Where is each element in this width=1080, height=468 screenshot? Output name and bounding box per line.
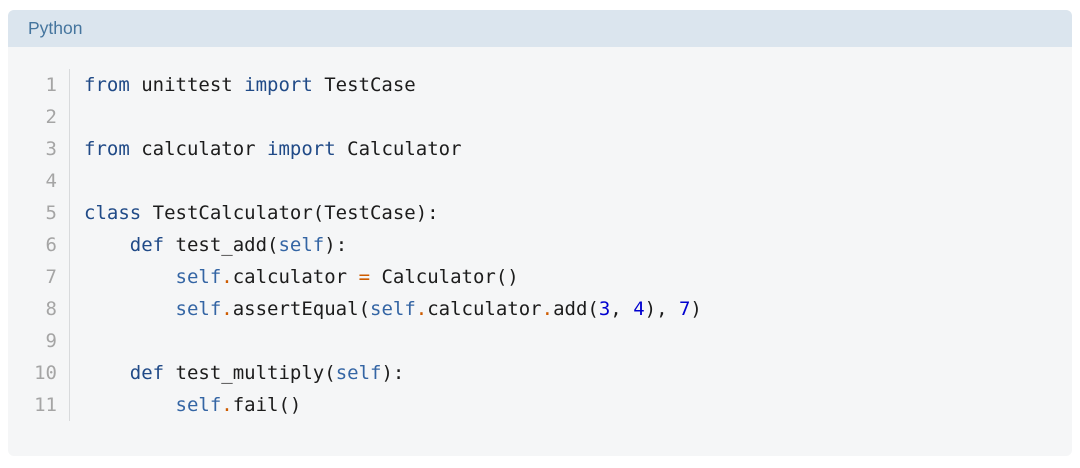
token-text: Calculator <box>335 138 462 160</box>
token-operator: . <box>221 266 233 288</box>
token-text: assertEqual( <box>232 298 371 320</box>
code-content: self.assertEqual(self.calculator.add(3, … <box>70 293 702 325</box>
token-self: self <box>175 298 222 320</box>
token-text <box>84 266 176 288</box>
token-text <box>84 234 130 256</box>
code-line: 9 <box>8 325 1072 357</box>
code-content <box>70 165 84 197</box>
token-keyword: def <box>129 234 165 256</box>
line-number: 2 <box>8 101 70 133</box>
line-number: 3 <box>8 133 70 165</box>
line-number: 1 <box>8 69 70 101</box>
token-operator: . <box>221 394 233 416</box>
token-self: self <box>175 266 222 288</box>
token-keyword: def <box>129 362 165 384</box>
code-line: 10 def test_multiply(self): <box>8 357 1072 389</box>
token-text: TestCase <box>312 74 416 96</box>
token-number: 7 <box>678 298 691 320</box>
line-number: 8 <box>8 293 70 325</box>
token-keyword: from <box>84 74 130 96</box>
token-text <box>84 394 176 416</box>
token-text: add( <box>553 298 599 320</box>
code-content <box>70 325 84 357</box>
token-text: Calculator() <box>370 266 519 288</box>
token-keyword: class <box>84 202 142 224</box>
language-label: Python <box>28 18 83 38</box>
code-content: from unittest import TestCase <box>70 69 416 101</box>
token-text: ), <box>644 298 679 320</box>
line-number: 10 <box>8 357 70 389</box>
token-text: unittest <box>129 74 245 96</box>
token-self: self <box>278 234 325 256</box>
code-header: Python <box>8 10 1072 47</box>
code-line: 8 self.assertEqual(self.calculator.add(3… <box>8 293 1072 325</box>
token-text: calculator <box>232 266 359 288</box>
token-text: , <box>610 298 634 320</box>
token-text: fail() <box>232 394 302 416</box>
token-self: self <box>370 298 416 320</box>
line-number: 6 <box>8 229 70 261</box>
token-self: self <box>335 362 382 384</box>
token-text: calculator <box>129 138 268 160</box>
token-self: self <box>175 394 222 416</box>
code-content: def test_multiply(self): <box>70 357 405 389</box>
token-number: 4 <box>633 298 645 320</box>
code-line: 11 self.fail() <box>8 389 1072 421</box>
token-text <box>84 298 176 320</box>
token-text: TestCalculator(TestCase): <box>141 202 439 224</box>
token-keyword: from <box>84 138 130 160</box>
token-text: ): <box>381 362 405 384</box>
code-content: class TestCalculator(TestCase): <box>70 197 439 229</box>
code-content: self.fail() <box>70 389 302 421</box>
line-number: 7 <box>8 261 70 293</box>
token-text <box>84 362 130 384</box>
token-text: test_add( <box>164 234 279 256</box>
line-number: 4 <box>8 165 70 197</box>
code-content: def test_add(self): <box>70 229 347 261</box>
line-number: 5 <box>8 197 70 229</box>
token-operator: . <box>221 298 233 320</box>
token-text: calculator <box>427 298 542 320</box>
code-line: 2 <box>8 101 1072 133</box>
token-text: ): <box>324 234 348 256</box>
token-text: ) <box>690 298 702 320</box>
code-line: 4 <box>8 165 1072 197</box>
token-keyword: import <box>267 138 336 160</box>
token-operator: . <box>541 298 554 320</box>
code-line: 6 def test_add(self): <box>8 229 1072 261</box>
token-operator: = <box>358 266 371 288</box>
line-number: 9 <box>8 325 70 357</box>
code-content: self.calculator = Calculator() <box>70 261 519 293</box>
code-content <box>70 101 84 133</box>
token-number: 3 <box>598 298 611 320</box>
token-operator: . <box>415 298 428 320</box>
token-keyword: import <box>244 74 313 96</box>
line-number: 11 <box>8 389 70 421</box>
code-line: 7 self.calculator = Calculator() <box>8 261 1072 293</box>
code-content: from calculator import Calculator <box>70 133 462 165</box>
token-text: test_multiply( <box>164 362 336 384</box>
